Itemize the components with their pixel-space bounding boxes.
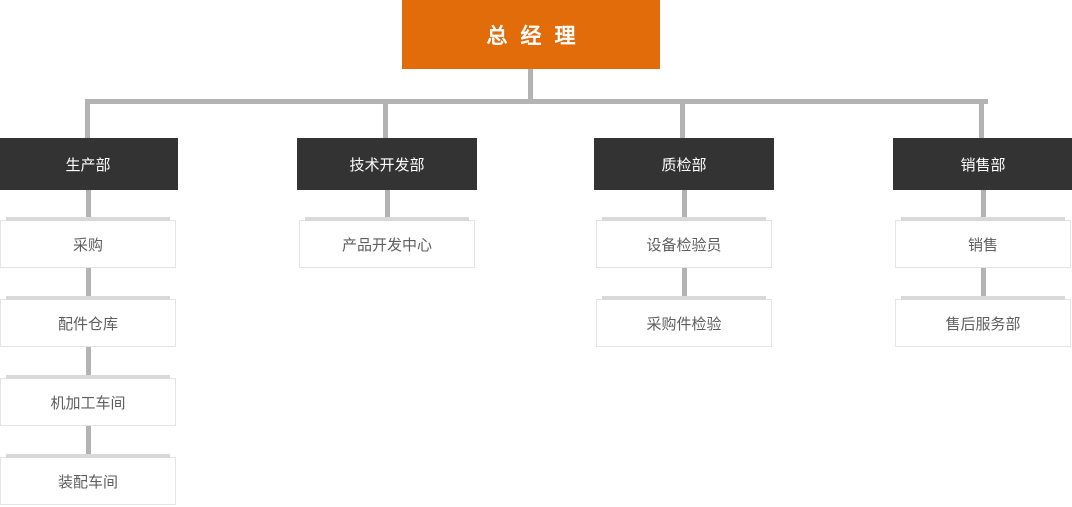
org-node-label: 总经理: [486, 24, 589, 48]
org-column-sales: 销售部 销售 售后服务部: [893, 138, 1072, 347]
connector-drop-sales: [979, 103, 984, 138]
connector-stub: [980, 268, 986, 299]
connector-stub: [85, 426, 91, 457]
connector-stub: [681, 268, 687, 299]
org-child-node: 设备检验员: [596, 217, 772, 268]
dept-node-tech-development: 技术开发部: [297, 138, 477, 190]
org-child-node: 产品开发中心: [299, 217, 475, 268]
dept-node-sales: 销售部: [893, 138, 1072, 190]
connector-stub: [681, 190, 687, 220]
org-child-node: 装配车间: [0, 454, 176, 505]
org-child-node: 销售: [895, 217, 1071, 268]
org-child-node: 配件仓库: [0, 296, 176, 347]
connector-stub: [85, 347, 91, 378]
org-child-node: 机加工车间: [0, 375, 176, 426]
dept-node-quality: 质检部: [594, 138, 774, 190]
org-child-node: 采购: [0, 217, 176, 268]
connector-drop-quality: [680, 103, 685, 138]
org-child-node: 采购件检验: [596, 296, 772, 347]
org-column-quality: 质检部 设备检验员 采购件检验: [594, 138, 774, 347]
connector-drop-production: [85, 103, 90, 138]
org-node-general-manager: 总经理: [402, 0, 660, 69]
connector-stub: [980, 190, 986, 220]
org-column-tech-development: 技术开发部 产品开发中心: [297, 138, 477, 268]
connector-root-stub: [528, 69, 533, 100]
org-column-production: 生产部 采购 配件仓库 机加工车间 装配车间: [0, 138, 178, 505]
connector-stub: [85, 190, 91, 220]
org-child-node: 售后服务部: [895, 296, 1071, 347]
dept-node-production: 生产部: [0, 138, 178, 190]
connector-drop-tech-development: [383, 103, 388, 138]
connector-stub: [85, 268, 91, 299]
connector-stub: [384, 190, 390, 220]
connector-horizontal-rail: [85, 99, 988, 104]
